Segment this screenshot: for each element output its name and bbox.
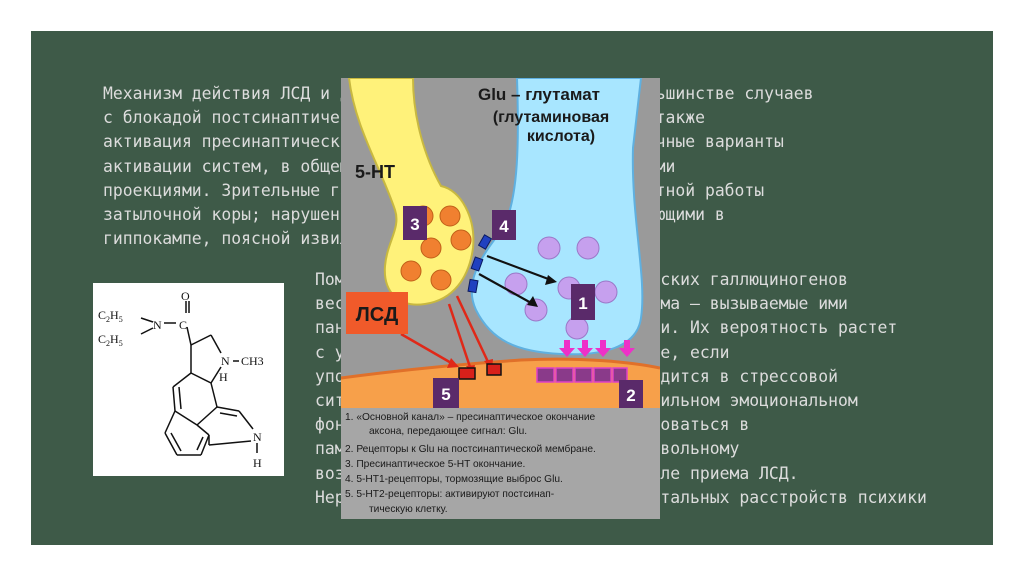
formula-group-ethyl-1: C2H5 — [98, 308, 123, 324]
marker-4: 4 — [499, 217, 509, 236]
label-glu-title: Glu – глутамат — [478, 85, 600, 104]
formula-drawing: C2H5 C2H5 N C O N CH3 H N H — [98, 289, 264, 470]
lsd-structural-formula: C2H5 C2H5 N C O N CH3 H N H — [93, 283, 284, 476]
marker-1: 1 — [578, 294, 587, 313]
legend-line: тическую клетку. — [369, 504, 448, 515]
formula-group-methyl: CH3 — [241, 354, 264, 368]
label-serotonin: 5-HT — [355, 162, 395, 182]
label-lsd: ЛСД — [356, 304, 398, 326]
label-glu-title-2: (глутаминовая — [493, 109, 609, 126]
legend-line: 2. Рецепторы к Glu на постсинаптической … — [345, 444, 596, 455]
formula-atom-c-carbonyl: C — [179, 318, 187, 332]
legend-line: 1. «Основной канал» – пресинаптическое о… — [345, 412, 596, 423]
label-glu-title-3: кислота) — [527, 128, 595, 145]
marker-5: 5 — [441, 385, 450, 404]
legend-line: 5. 5-HT2-рецепторы: активируют постсинап… — [345, 489, 555, 500]
marker-3: 3 — [410, 215, 419, 234]
formula-atom-h-ring: H — [219, 370, 228, 384]
marker-2: 2 — [626, 386, 635, 405]
figure-legend: 1. «Основной канал» – пресинаптическое о… — [341, 408, 660, 519]
formula-group-ethyl-2: C2H5 — [98, 332, 123, 348]
legend-line: аксона, передающее сигнал: Glu. — [369, 426, 528, 437]
legend-line: 3. Пресинаптическое 5-HT окончание. — [345, 459, 526, 470]
formula-atom-o: O — [181, 289, 190, 303]
legend-line: 4. 5-HT1-рецепторы, тормозящие выброс Gl… — [345, 474, 563, 485]
synapse-drawing: ЛСД Glu – глутамат (глутаминовая кислота… — [341, 78, 660, 519]
formula-atom-n-indole: N — [253, 430, 262, 444]
formula-atom-h-indole: H — [253, 456, 262, 470]
formula-atom-n-amide: N — [153, 318, 162, 332]
formula-atom-n-ring: N — [221, 354, 230, 368]
